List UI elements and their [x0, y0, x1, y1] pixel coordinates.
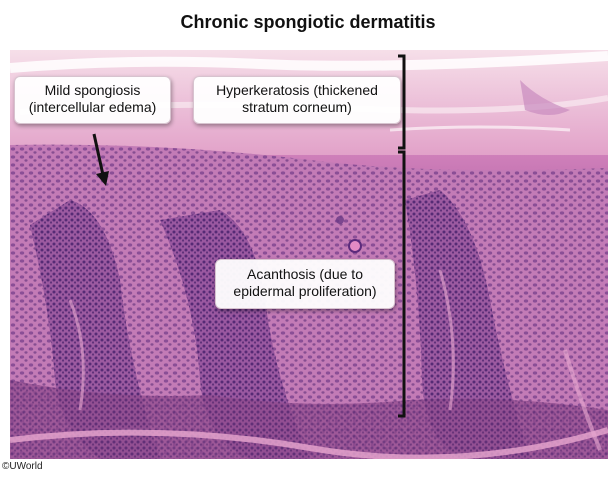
copyright-credit: ©UWorld — [2, 461, 43, 472]
spongiosis-arrow — [92, 133, 105, 176]
spongiosis-line1: Mild spongiosis — [44, 82, 141, 98]
figure-title: Chronic spongiotic dermatitis — [180, 12, 436, 32]
hyperkeratosis-callout: Hyperkeratosis (thickened stratum corneu… — [193, 76, 401, 124]
acanthosis-line2: epidermal proliferation) — [233, 283, 377, 299]
hyperkeratosis-bracket — [398, 54, 406, 150]
spongiosis-callout: Mild spongiosis (intercellular edema) — [14, 76, 171, 124]
hyperkeratosis-line2: stratum corneum) — [242, 99, 352, 115]
acanthosis-bracket — [398, 150, 406, 418]
acanthosis-line1: Acanthosis (due to — [247, 266, 363, 282]
spongiosis-line2: (intercellular edema) — [28, 99, 157, 115]
histology-image: Mild spongiosis (intercellular edema) Hy… — [10, 50, 608, 459]
hyperkeratosis-line1: Hyperkeratosis (thickened — [216, 82, 378, 98]
acanthosis-callout: Acanthosis (due to epidermal proliferati… — [215, 259, 395, 309]
